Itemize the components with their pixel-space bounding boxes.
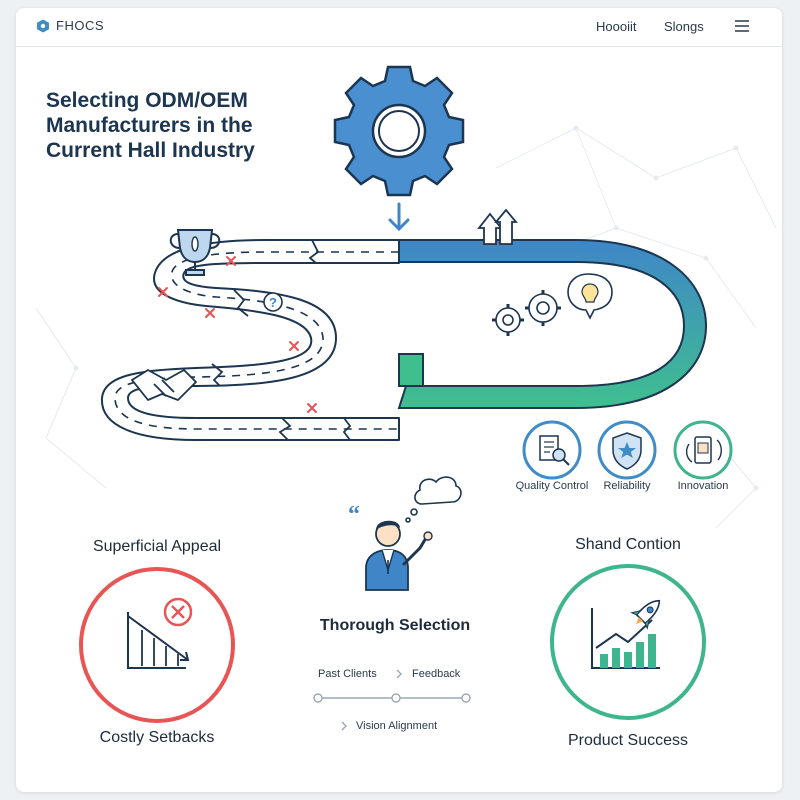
left-outcome-heading: Superficial Appeal	[92, 538, 222, 555]
step-vision-alignment: Vision Alignment	[356, 720, 438, 732]
rocket-icon	[630, 599, 661, 630]
feature-innovation-icon	[673, 420, 733, 480]
svg-text:?: ?	[269, 295, 277, 310]
feature-label-innovation: Innovation	[677, 480, 729, 492]
up-arrows-icon	[477, 208, 518, 245]
step-past-clients: Past Clients	[318, 668, 377, 680]
title-line-2: Manufacturers in the	[46, 114, 253, 137]
feature-label-reliability: Reliability	[603, 480, 651, 492]
feature-label-quality-control: Quality Control	[515, 480, 589, 492]
down-arrow-icon	[388, 202, 410, 232]
right-outcome-caption: Product Success	[567, 732, 689, 749]
setbacks-outcome-icon	[79, 567, 235, 723]
left-outcome-caption: Costly Setbacks	[99, 729, 215, 746]
rough-road-dashes	[114, 251, 399, 430]
lightbulb-icon	[567, 273, 613, 320]
trophy-icon	[169, 229, 221, 276]
brand[interactable]: FHOCS	[36, 18, 104, 33]
title-line-1: Selecting ODM/OEM	[46, 89, 248, 112]
small-gears-icon	[492, 290, 561, 336]
step-chevrons	[341, 669, 402, 731]
large-gear-icon	[333, 65, 465, 197]
success-outcome-icon	[550, 564, 706, 720]
title-line-3: Current Hall Industry	[46, 139, 255, 162]
brand-name: FHOCS	[56, 18, 104, 33]
hexagon-logo-icon	[37, 19, 49, 32]
nav-item-1[interactable]: Hoooiit	[596, 19, 637, 34]
hamburger-menu-icon[interactable]	[734, 18, 750, 34]
smooth-road	[397, 239, 708, 409]
nav-item-2[interactable]: Slongs	[664, 19, 704, 34]
road-cracks	[211, 239, 352, 441]
page-title: Selecting ODM/OEM Manufacturers in the C…	[46, 88, 306, 163]
thinking-person-icon: “	[348, 476, 462, 591]
steps-timeline	[313, 693, 471, 703]
right-outcome-heading: Shand Contion	[575, 536, 681, 553]
svg-text:“: “	[348, 502, 360, 528]
question-icon: ?	[263, 292, 283, 312]
top-bar: FHOCS Hoooiit Slongs	[16, 8, 782, 47]
infographic-card: FHOCS Hoooiit Slongs Selecting ODM/OEM M…	[16, 8, 782, 792]
handshake-icon	[131, 369, 197, 401]
error-marks	[158, 256, 317, 413]
step-feedback: Feedback	[412, 668, 461, 680]
feature-reliability-icon	[597, 420, 657, 480]
thought-bubble	[405, 476, 462, 523]
rough-road	[100, 239, 400, 441]
journey-illustration: ?	[35, 65, 777, 731]
feature-quality-control-icon	[522, 420, 582, 480]
center-heading: Thorough Selection	[319, 617, 471, 634]
